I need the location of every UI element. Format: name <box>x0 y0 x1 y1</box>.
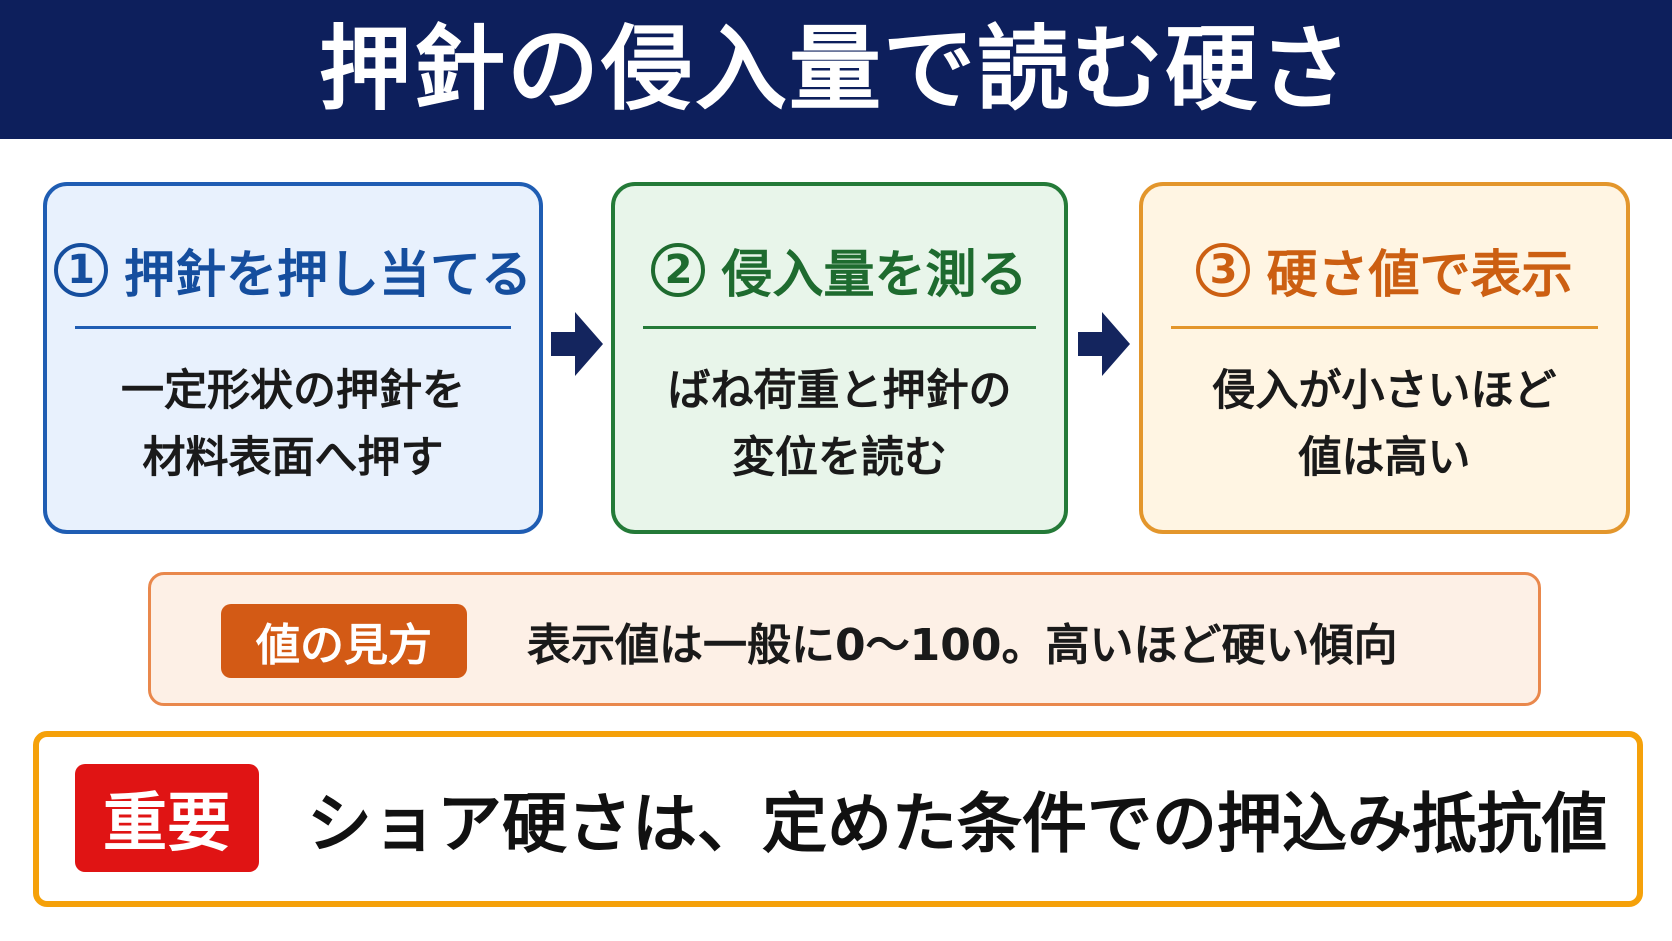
arrow-right-icon <box>551 312 603 376</box>
page-title: 押針の侵入量で読む硬さ <box>318 15 1353 123</box>
important-box: 重要 ショア硬さは、定めた条件での押込み抵抗値 <box>33 731 1643 907</box>
step-description-2: ばね荷重と押針の 変位を読む <box>625 358 1054 492</box>
header-banner: 押針の侵入量で読む硬さ <box>0 0 1672 139</box>
step-heading-2: 2 侵入量を測る <box>615 234 1064 306</box>
step-line: 値は高い <box>1298 433 1471 483</box>
step-card-3: 3 硬さ値で表示 侵入が小さいほど 値は高い <box>1139 182 1630 534</box>
step-line: ばね荷重と押針の <box>667 366 1012 416</box>
step-line: 変位を読む <box>732 433 947 483</box>
step-heading-3: 3 硬さ値で表示 <box>1143 234 1626 306</box>
step-title-1: 押針を押し当てる <box>123 246 532 305</box>
step-number-badge-2: 2 <box>651 243 706 297</box>
step-line: 一定形状の押針を <box>121 366 465 416</box>
reading-guide-box: 値の見方 表示値は一般に0〜100。高いほど硬い傾向 <box>148 572 1541 706</box>
step-card-1: 1 押針を押し当てる 一定形状の押針を 材料表面へ押す <box>43 182 543 534</box>
step-line: 侵入が小さいほど <box>1212 366 1557 416</box>
step-divider-2 <box>643 326 1036 329</box>
step-description-3: 侵入が小さいほど 値は高い <box>1153 358 1616 492</box>
step-divider-1 <box>75 326 511 329</box>
step-description-1: 一定形状の押針を 材料表面へ押す <box>57 358 529 492</box>
step-card-2: 2 侵入量を測る ばね荷重と押針の 変位を読む <box>611 182 1068 534</box>
reading-guide-text: 表示値は一般に0〜100。高いほど硬い傾向 <box>527 620 1398 671</box>
step-line: 材料表面へ押す <box>142 433 444 483</box>
step-number-badge-1: 1 <box>53 243 108 297</box>
step-number-badge-3: 3 <box>1196 243 1251 297</box>
important-text: ショア硬さは、定めた条件での押込み抵抗値 <box>307 787 1608 862</box>
step-title-2: 侵入量を測る <box>721 246 1028 305</box>
important-tag: 重要 <box>75 764 259 872</box>
step-divider-3 <box>1171 326 1598 329</box>
step-title-3: 硬さ値で表示 <box>1266 246 1573 305</box>
arrow-right-icon <box>1078 312 1130 376</box>
reading-guide-tag: 値の見方 <box>221 604 467 678</box>
step-heading-1: 1 押針を押し当てる <box>47 234 539 306</box>
